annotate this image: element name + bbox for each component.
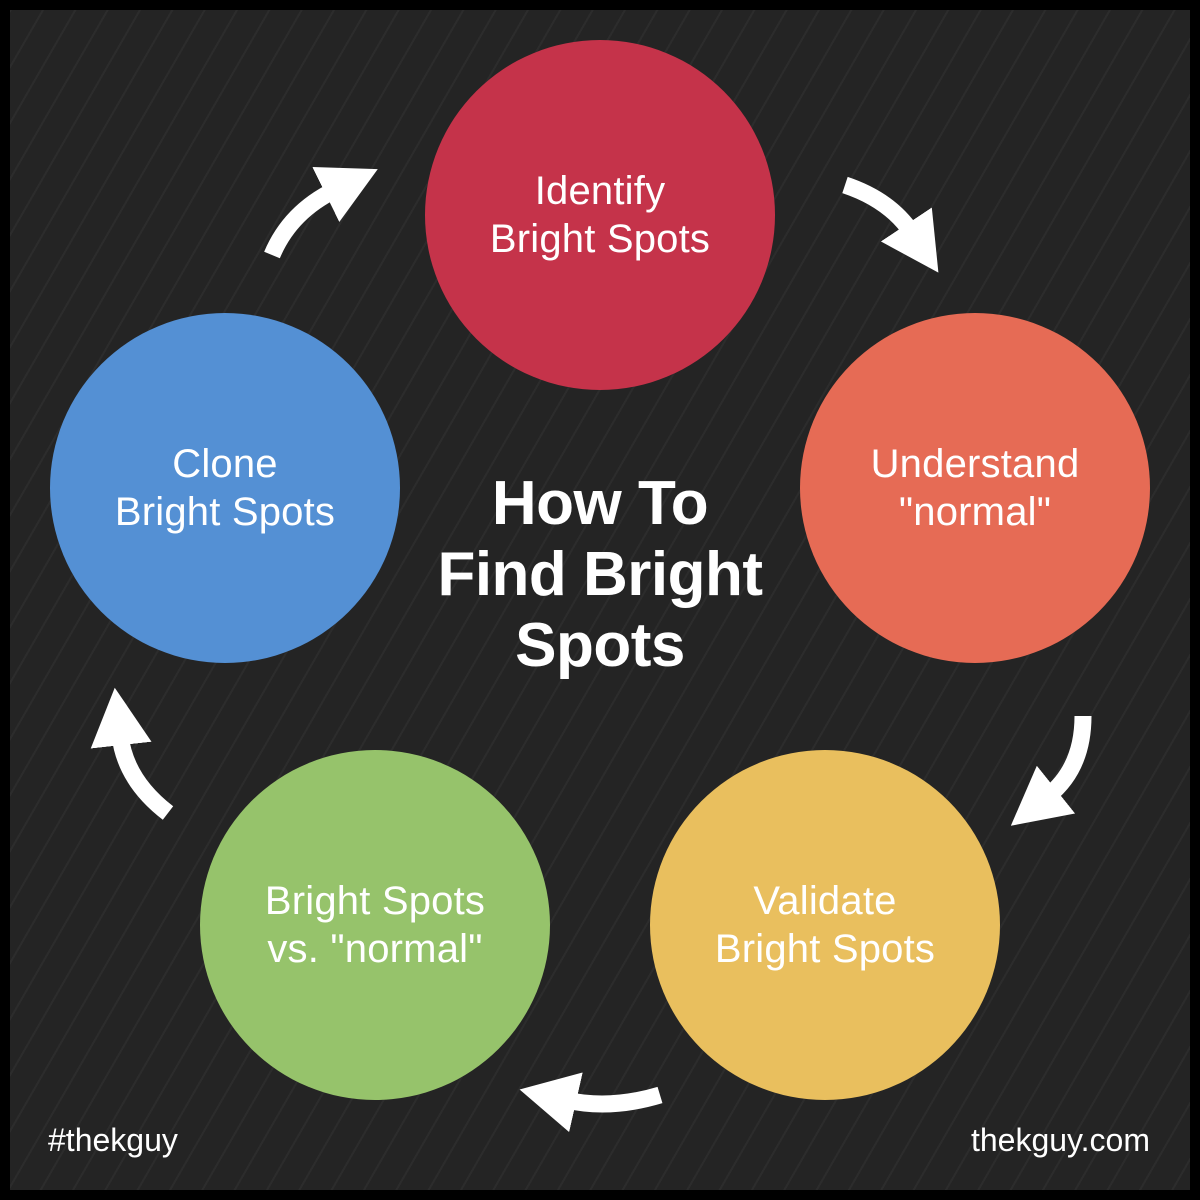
step-label: Identify Bright Spots [489, 169, 711, 261]
step-understand-normal: Understand "normal" [800, 313, 1150, 663]
step-label: Bright Spots vs. "normal" [264, 879, 486, 971]
curved-arrow-icon [1010, 715, 1092, 826]
curved-arrow-icon [519, 1072, 663, 1133]
curved-arrow-icon [842, 176, 939, 273]
step-label: Understand "normal" [870, 442, 1080, 534]
step-label: Validate Bright Spots [714, 879, 936, 971]
step-label: Clone Bright Spots [114, 442, 336, 534]
footer-website: thekguy.com [970, 1122, 1150, 1158]
step-clone-bright-spots: Clone Bright Spots [50, 313, 400, 663]
curved-arrow-icon [90, 687, 174, 820]
curved-arrow-icon [264, 166, 378, 259]
footer-hashtag: #thekguy [48, 1122, 178, 1158]
diagram-title: How To Find Bright Spots [437, 469, 763, 680]
step-identify-bright-spots: Identify Bright Spots [425, 40, 775, 390]
step-validate-bright-spots: Validate Bright Spots [650, 750, 1000, 1100]
step-bright-spots-vs-normal: Bright Spots vs. "normal" [200, 750, 550, 1100]
